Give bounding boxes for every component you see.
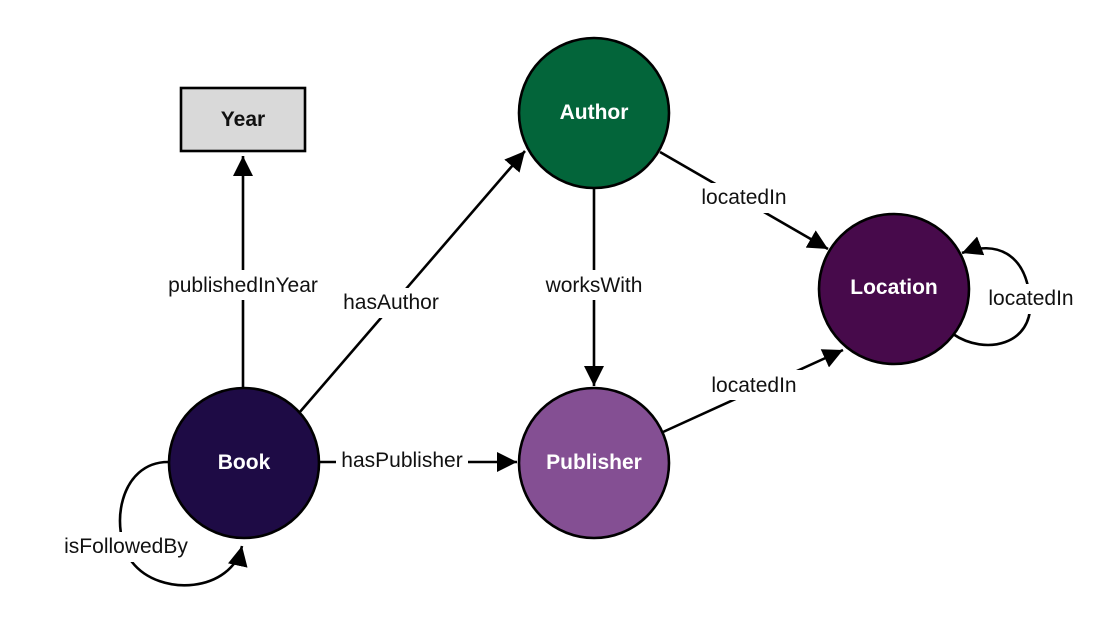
node-location-label: Location	[850, 276, 938, 299]
edge-label-published-in-year: publishedInYear	[168, 274, 318, 297]
node-year-label: Year	[221, 108, 265, 131]
edge-author-located-in: locatedIn	[659, 150, 829, 251]
edge-publisher-located-in: locatedIn	[662, 348, 844, 434]
node-publisher[interactable]: Publisher	[517, 386, 671, 540]
node-location-shape	[817, 212, 971, 366]
edge-location-located-in-self: locatedIn	[952, 236, 1080, 347]
edge-book-is-followed-by: isFollowedBy	[58, 460, 248, 587]
edge-label-works-with: worksWith	[545, 274, 643, 297]
node-author-label: Author	[560, 101, 629, 124]
edge-label-author-located-in: locatedIn	[701, 186, 786, 209]
edge-author-works-with: worksWith	[538, 188, 650, 386]
node-location[interactable]: Location	[817, 212, 971, 366]
edge-label-is-followed-by: isFollowedBy	[64, 535, 188, 558]
node-year-shape	[179, 86, 307, 153]
node-author-shape	[517, 36, 671, 190]
edge-label-publisher-located-in: locatedIn	[711, 374, 796, 397]
node-publisher-shape	[517, 386, 671, 540]
edge-book-has-publisher: hasPublisher	[320, 446, 517, 476]
edge-book-has-author: hasAuthor	[298, 150, 526, 414]
edge-label-location-located-in: locatedIn	[988, 287, 1073, 310]
node-year[interactable]: Year	[179, 86, 307, 153]
edge-book-published-in-year: publishedInYear	[160, 156, 326, 388]
node-author[interactable]: Author	[517, 36, 671, 190]
node-publisher-label: Publisher	[546, 451, 642, 474]
edge-label-has-author: hasAuthor	[343, 291, 439, 314]
edge-label-has-publisher: hasPublisher	[341, 449, 462, 472]
node-book-label: Book	[218, 451, 271, 474]
node-book[interactable]: Book	[167, 386, 321, 540]
node-book-shape	[167, 386, 321, 540]
